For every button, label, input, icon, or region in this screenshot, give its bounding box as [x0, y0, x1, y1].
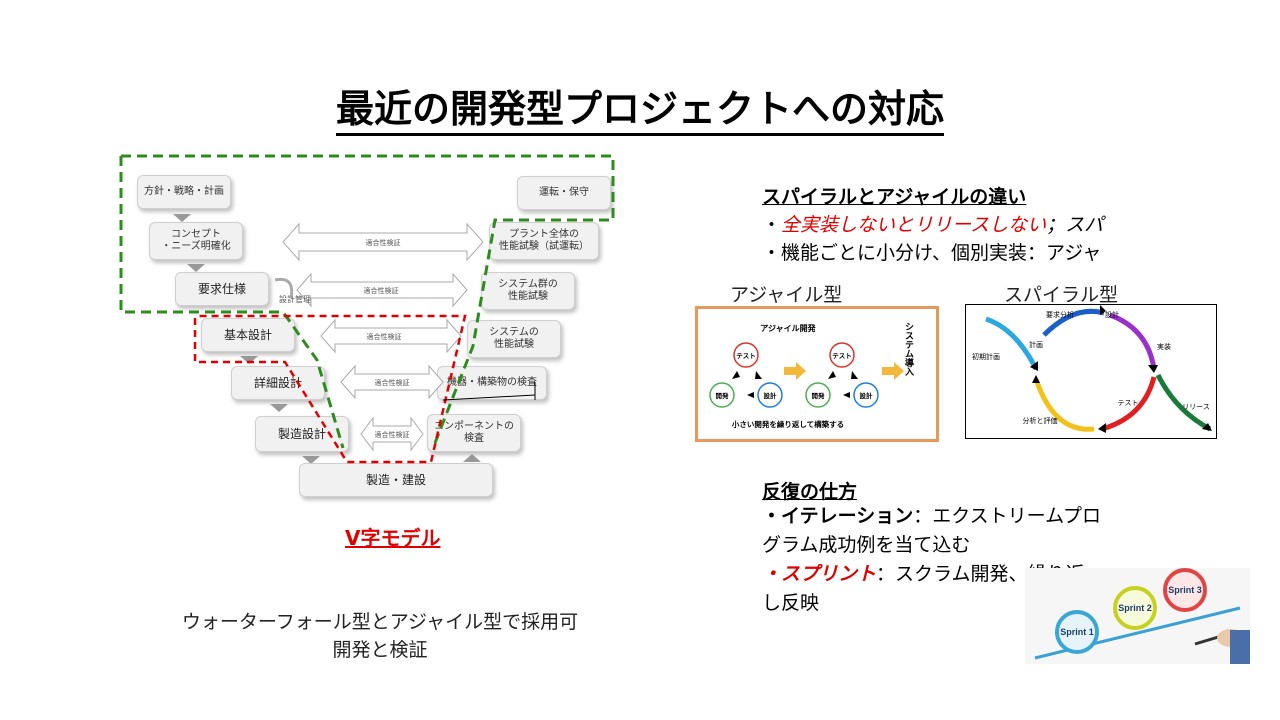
svg-text:システム導入: システム導入: [904, 322, 915, 377]
waterfall-note-line1: ウォーターフォール型とアジャイル型で採用可: [181, 611, 579, 633]
agile-label: アジャイル型: [730, 284, 843, 306]
verify-label-2: 適合性検証: [364, 286, 399, 295]
svg-text:小さい開発を繰り返して構築する: 小さい開発を繰り返して構築する: [732, 419, 844, 429]
svg-text:テスト: テスト: [832, 352, 852, 360]
v-right-box-operation: 運転・保守: [517, 176, 611, 210]
svg-text:開発: 開発: [812, 391, 826, 400]
v-right-box-system-group-test: システム群の 性能試験: [481, 272, 575, 310]
svg-text:リリース: リリース: [1182, 403, 1210, 411]
verify-label-1: 適合性検証: [366, 238, 401, 247]
svg-text:初期計画: 初期計画: [972, 352, 1000, 361]
sprint-illustration-svg: Sprint 1 Sprint 2 Sprint 3: [1025, 568, 1250, 664]
verify-label-3: 適合性検証: [367, 332, 402, 341]
v-model-caption: V字モデル: [345, 526, 441, 550]
v-left-box-manufacturing-design: 製造設計: [255, 416, 349, 452]
verify-arrow-2: [296, 272, 468, 308]
v-left-box-basic-design: 基本設計: [201, 318, 295, 352]
svg-text:設計: 設計: [1105, 310, 1119, 319]
svg-text:実装: 実装: [1157, 342, 1171, 351]
svg-text:要求分析: 要求分析: [1046, 310, 1074, 319]
v-left-box-detail-design: 詳細設計: [231, 366, 325, 400]
red-dashed-frame: [193, 314, 467, 464]
svg-text:開発: 開発: [716, 391, 730, 400]
svg-text:設計: 設計: [764, 391, 778, 400]
v-right-box-system-test: システムの 性能試験: [467, 320, 561, 358]
diff-bullet-2: ・機能ごとに小分け、個別実装：アジャ: [762, 242, 1102, 264]
green-dashed-frame: [121, 154, 615, 449]
verify-label-5: 適合性検証: [375, 430, 410, 439]
diff-bullet-1-red: 全実装しないとリリースしない: [781, 214, 1047, 236]
svg-text:テスト: テスト: [1118, 399, 1139, 407]
verify-arrow-5: [360, 416, 424, 452]
slide-title-text: 最近の開発型プロジェクトへの対応: [335, 87, 944, 136]
svg-text:テスト: テスト: [736, 352, 756, 360]
v-model-overlay: 適合性検証 適合性検証 適合性検証 適合性検証 適合性検証 設計管理: [119, 154, 615, 464]
svg-text:Sprint 3: Sprint 3: [1168, 585, 1202, 595]
iteration-body: ・イテレーション：エクストリームプログラム成功例を当て込む ・スプリント：スクラ…: [762, 502, 1102, 618]
sprint-illustration: Sprint 1 Sprint 2 Sprint 3: [1025, 568, 1250, 664]
svg-text:Sprint 2: Sprint 2: [1118, 603, 1152, 613]
verify-arrow-4: [340, 364, 444, 400]
v-bottom-box-construction: 製造・建設: [299, 463, 493, 497]
v-right-box-plant-test: プラント全体の 性能試験（試運転）: [489, 222, 599, 260]
iteration-heading: 反復の仕方: [762, 481, 858, 503]
slide-title: 最近の開発型プロジェクトへの対応: [0, 78, 1280, 136]
verify-label-4: 適合性検証: [375, 378, 410, 387]
spiral-diagram-svg: 要求分析 設計 実装 計画 初期計画 テスト リリース 分析と評価: [972, 305, 1212, 433]
diff-heading: スパイラルとアジャイルの違い: [762, 186, 1027, 208]
v-left-box-policy: 方針・戦略・計画: [137, 175, 231, 209]
design-management-label: 設計管理: [279, 294, 311, 304]
v-left-box-requirements: 要求仕様: [175, 272, 269, 306]
diff-bullets: ・全実装しないとリリースしない；スパ ・機能ごとに小分け、個別実装：アジャ: [762, 211, 1103, 267]
spiral-label: スパイラル型: [1004, 284, 1119, 306]
svg-text:分析と評価: 分析と評価: [1023, 416, 1058, 425]
diff-bullet-1: ・全実装しないとリリースしない；スパ: [762, 214, 1104, 236]
svg-text:Sprint 1: Sprint 1: [1060, 627, 1094, 637]
svg-text:アジャイル開発: アジャイル開発: [760, 323, 816, 333]
verify-arrow-1: [282, 222, 484, 262]
v-model-diagram: 方針・戦略・計画 コンセプト ・ニーズ明確化 要求仕様 基本設計 詳細設計 製造…: [115, 150, 625, 510]
v-left-box-concept: コンセプト ・ニーズ明確化: [149, 222, 243, 260]
waterfall-note: ウォーターフォール型とアジャイル型で採用可 開発と検証: [110, 608, 650, 664]
verify-arrow-3: [320, 318, 462, 354]
agile-diagram: アジャイル開発 小さい開発を繰り返して構築する システム導入 テスト開発 設計 テ…: [695, 306, 939, 442]
iteration-item-1: ・イテレーション：エクストリームプログラム成功例を当て込む: [762, 505, 1101, 556]
spiral-diagram: 要求分析 設計 実装 計画 初期計画 テスト リリース 分析と評価: [965, 304, 1217, 439]
svg-text:設計: 設計: [860, 391, 874, 400]
svg-text:計画: 計画: [1029, 340, 1043, 349]
waterfall-note-line2: 開発と検証: [332, 639, 428, 661]
